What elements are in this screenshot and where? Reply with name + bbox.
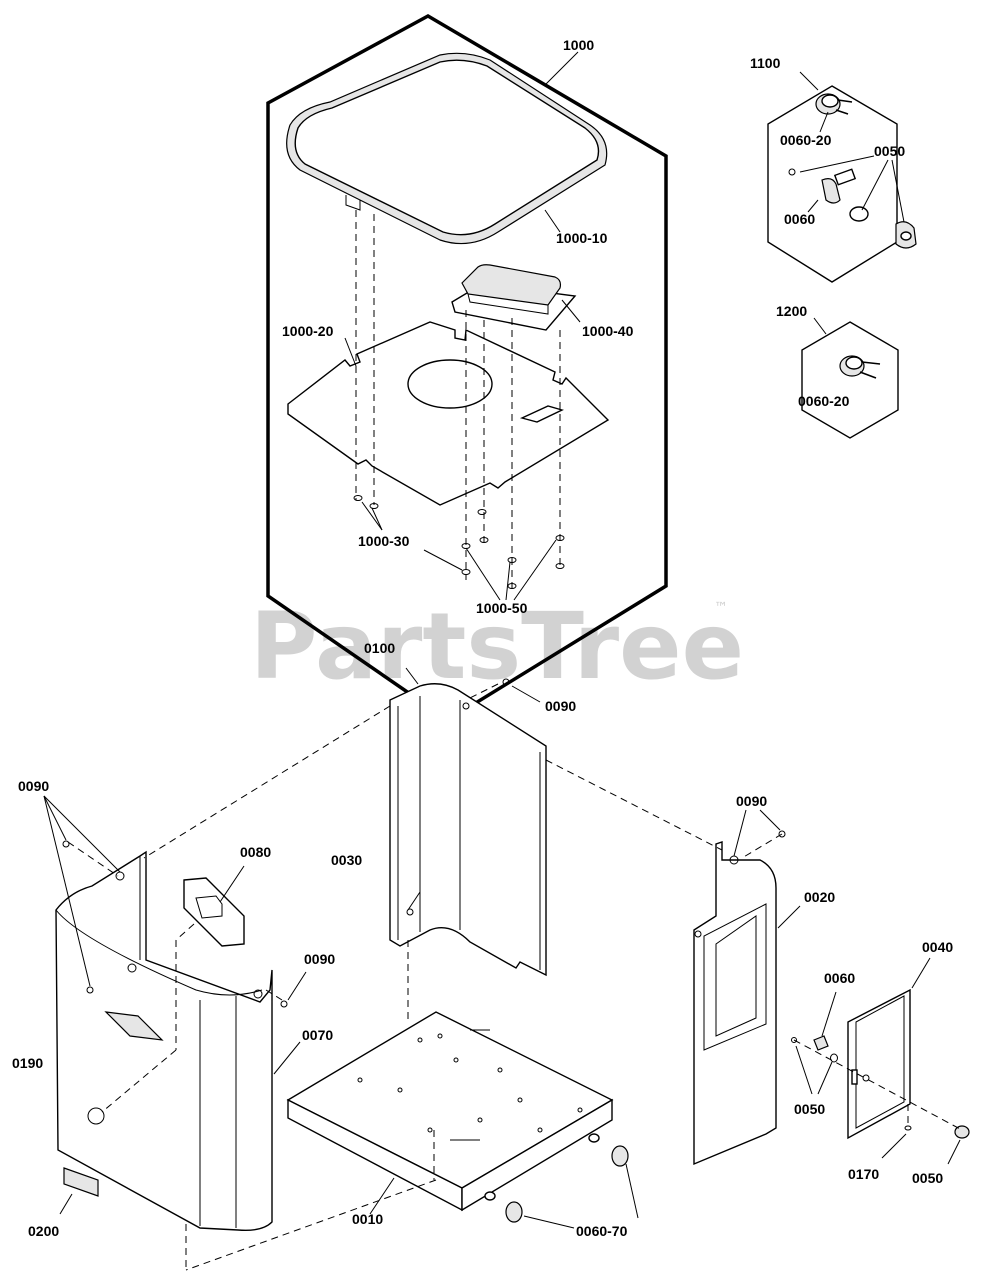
watermark-text: PartsTree [250, 593, 744, 700]
callout-1200-0060-20: 0060-20 [798, 393, 850, 409]
callout-0050-right: 0050 [794, 1101, 825, 1117]
roof-washers [353, 495, 565, 589]
rear-center-panel [389, 667, 547, 977]
lock-kit-1100 [767, 71, 917, 283]
callout-1000-20: 1000-20 [282, 323, 334, 339]
door-latch [791, 991, 838, 1095]
callout-0090-right: 0090 [736, 793, 767, 809]
access-door [847, 957, 931, 1140]
door-lock [881, 1125, 970, 1165]
roof-base-plate [287, 321, 610, 506]
callout-0010: 0010 [352, 1211, 383, 1227]
callout-0020: 0020 [804, 889, 835, 905]
callout-0170: 0170 [848, 1166, 879, 1182]
callout-0070: 0070 [302, 1027, 333, 1043]
callout-0200: 0200 [28, 1223, 59, 1239]
callout-1000-10: 1000-10 [556, 230, 608, 246]
vent-cover [451, 264, 577, 331]
callout-1000-40: 1000-40 [582, 323, 634, 339]
label-plate [183, 865, 245, 947]
callout-0060-70: 0060-70 [576, 1223, 628, 1239]
callout-0090-left: 0090 [18, 778, 49, 794]
callout-1100-0060: 0060 [784, 211, 815, 227]
watermark-trademark: ™ [714, 600, 728, 616]
left-side-panel [55, 850, 301, 1232]
callout-0090-mid: 0090 [304, 951, 335, 967]
roof-lid [286, 52, 608, 245]
roof-kit-assembly [266, 13, 668, 723]
callout-0100: 0100 [364, 640, 395, 656]
callout-0060-right: 0060 [824, 970, 855, 986]
callout-1200: 1200 [776, 303, 807, 319]
callout-0040: 0040 [922, 939, 953, 955]
base-holes [357, 1029, 583, 1141]
callout-1000-50: 1000-50 [476, 600, 528, 616]
callout-0050-far: 0050 [912, 1170, 943, 1186]
callout-1100-0060-20: 0060-20 [780, 132, 832, 148]
callout-1000-30: 1000-30 [358, 533, 410, 549]
decal-plate [59, 1167, 99, 1215]
lock-cylinder-icon [788, 168, 917, 249]
callout-0190: 0190 [12, 1055, 43, 1071]
callout-0080: 0080 [240, 844, 271, 860]
callout-0030: 0030 [331, 852, 362, 868]
callout-1100-0050: 0050 [874, 143, 905, 159]
screws [62, 678, 786, 1008]
key-kit-1200 [801, 317, 899, 439]
key-icon [815, 93, 853, 115]
right-door-panel [693, 841, 801, 1166]
callout-0090-top: 0090 [545, 698, 576, 714]
base-pan [286, 1011, 639, 1229]
key-icon-1200 [839, 355, 881, 379]
callout-1100: 1100 [750, 55, 781, 71]
brand-logo-badge [104, 1011, 164, 1041]
callout-1000: 1000 [563, 37, 594, 53]
